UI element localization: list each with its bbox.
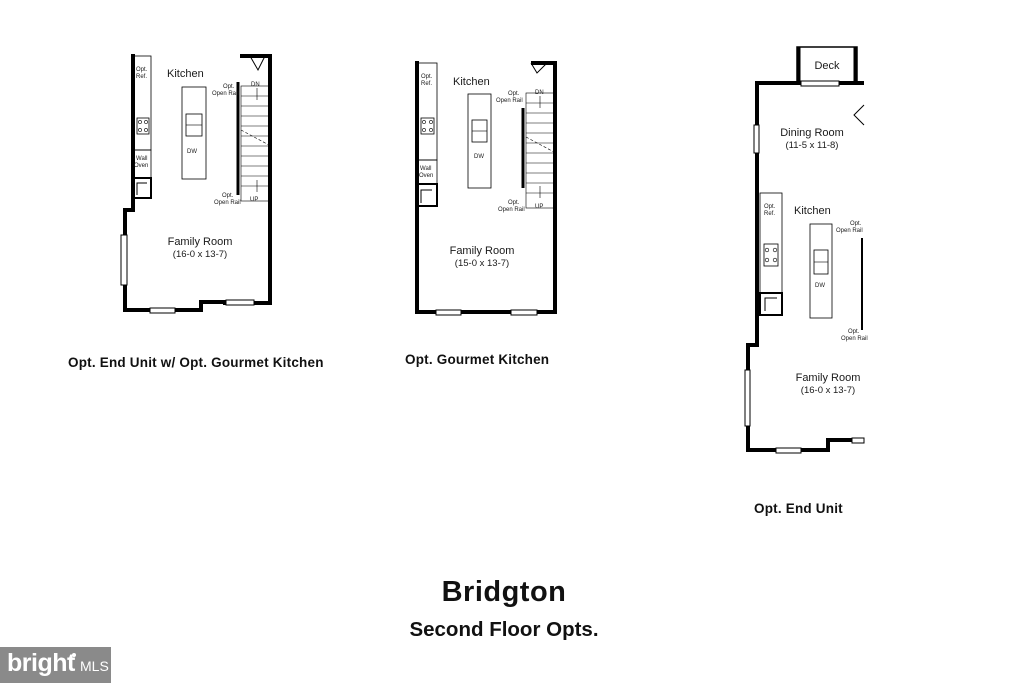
room-label-kitchen: Kitchen (167, 68, 204, 80)
svg-text:Opt.: Opt. (136, 67, 148, 73)
page-title: Bridgton (441, 576, 567, 608)
door-swing (853, 104, 865, 126)
svg-text:Open Rail: Open Rail (212, 91, 239, 97)
svg-text:Open Rail: Open Rail (841, 336, 868, 342)
svg-text:Open Rail: Open Rail (496, 98, 523, 104)
svg-text:Opt.: Opt. (223, 84, 235, 90)
room-size-dining: (11-5 x 11-8) (786, 140, 839, 151)
window-bottom-right (225, 299, 255, 306)
plan-caption-1: Opt. End Unit w/ Opt. Gourmet Kitchen (68, 355, 324, 370)
svg-text:Ref.: Ref. (421, 81, 432, 87)
door-swing (530, 62, 548, 74)
svg-text:Opt.: Opt. (508, 91, 520, 97)
room-size-family: (16-0 x 13-7) (801, 385, 855, 396)
logo-suffix: MLS (80, 658, 109, 674)
svg-text:Opt.: Opt. (850, 221, 862, 227)
logo-brand: bright (7, 649, 75, 677)
pantry (759, 292, 783, 316)
staircase (240, 85, 270, 202)
pantry (416, 183, 438, 207)
svg-text:Open Rail: Open Rail (836, 228, 863, 234)
cooktop-icon (136, 117, 150, 135)
svg-text:Opt.: Opt. (508, 200, 520, 206)
staircase (525, 92, 555, 209)
pantry (132, 177, 152, 199)
plan-end-unit: Deck Dining Room (11-5 x 11-8) Kitchen O… (744, 46, 868, 454)
svg-text:Open Rail: Open Rail (214, 200, 241, 206)
svg-text:Opt.: Opt. (421, 74, 433, 80)
window-bottom (149, 307, 176, 314)
room-size-family: (15-0 x 13-7) (455, 258, 509, 269)
svg-text:UP: UP (250, 197, 258, 203)
room-label-family: Family Room (450, 245, 515, 257)
plan-caption-3: Opt. End Unit (754, 501, 843, 516)
cooktop-icon (763, 243, 779, 267)
svg-text:Opt.: Opt. (222, 193, 234, 199)
svg-text:Opt.: Opt. (764, 204, 776, 210)
room-label-family: Family Room (168, 236, 233, 248)
svg-text:DW: DW (474, 154, 484, 160)
plan-gourmet-kitchen: Kitchen Opt. Ref. Wall Oven DW Opt. Open… (415, 61, 557, 316)
svg-text:Open Rail: Open Rail (498, 207, 525, 213)
window-bottom (775, 447, 802, 454)
window-bottom-right (510, 309, 538, 316)
svg-text:DW: DW (187, 149, 197, 155)
svg-text:Oven: Oven (134, 163, 148, 169)
window-dining (753, 124, 760, 154)
room-label-kitchen: Kitchen (794, 205, 831, 217)
bright-mls-logo: bright MLS (0, 647, 111, 683)
window-family (744, 369, 751, 427)
kitchen-island (809, 223, 833, 319)
kitchen-island (467, 93, 492, 189)
svg-text:UP: UP (535, 204, 543, 210)
room-label-kitchen: Kitchen (453, 76, 490, 88)
kitchen-island (181, 86, 207, 180)
window-left (120, 234, 128, 286)
window-bottom (435, 309, 462, 316)
logo-dot-icon (72, 653, 76, 657)
svg-text:DW: DW (815, 283, 825, 289)
svg-text:Wall: Wall (420, 166, 431, 172)
cooktop-icon (420, 117, 435, 135)
slider-door (800, 80, 840, 87)
window-bottom-right (851, 437, 865, 444)
page-subtitle: Second Floor Opts. (409, 618, 599, 641)
svg-text:DN: DN (535, 90, 544, 96)
wall-oven-box (416, 159, 438, 185)
svg-text:DN: DN (251, 82, 260, 88)
room-label-dining: Dining Room (780, 127, 844, 139)
plan-caption-2: Opt. Gourmet Kitchen (405, 352, 550, 367)
svg-text:Ref.: Ref. (764, 211, 775, 217)
room-label-family: Family Room (796, 372, 861, 384)
room-label-deck: Deck (814, 60, 840, 72)
door-swing (249, 55, 266, 72)
svg-text:Oven: Oven (419, 173, 433, 179)
svg-text:Wall: Wall (136, 156, 147, 162)
svg-text:Ref.: Ref. (136, 74, 147, 80)
svg-text:Opt.: Opt. (848, 329, 860, 335)
room-size-family: (16-0 x 13-7) (173, 249, 227, 260)
plan-end-unit-gourmet: Kitchen Opt. Ref. Wall Oven DW Opt. Open… (120, 54, 272, 314)
